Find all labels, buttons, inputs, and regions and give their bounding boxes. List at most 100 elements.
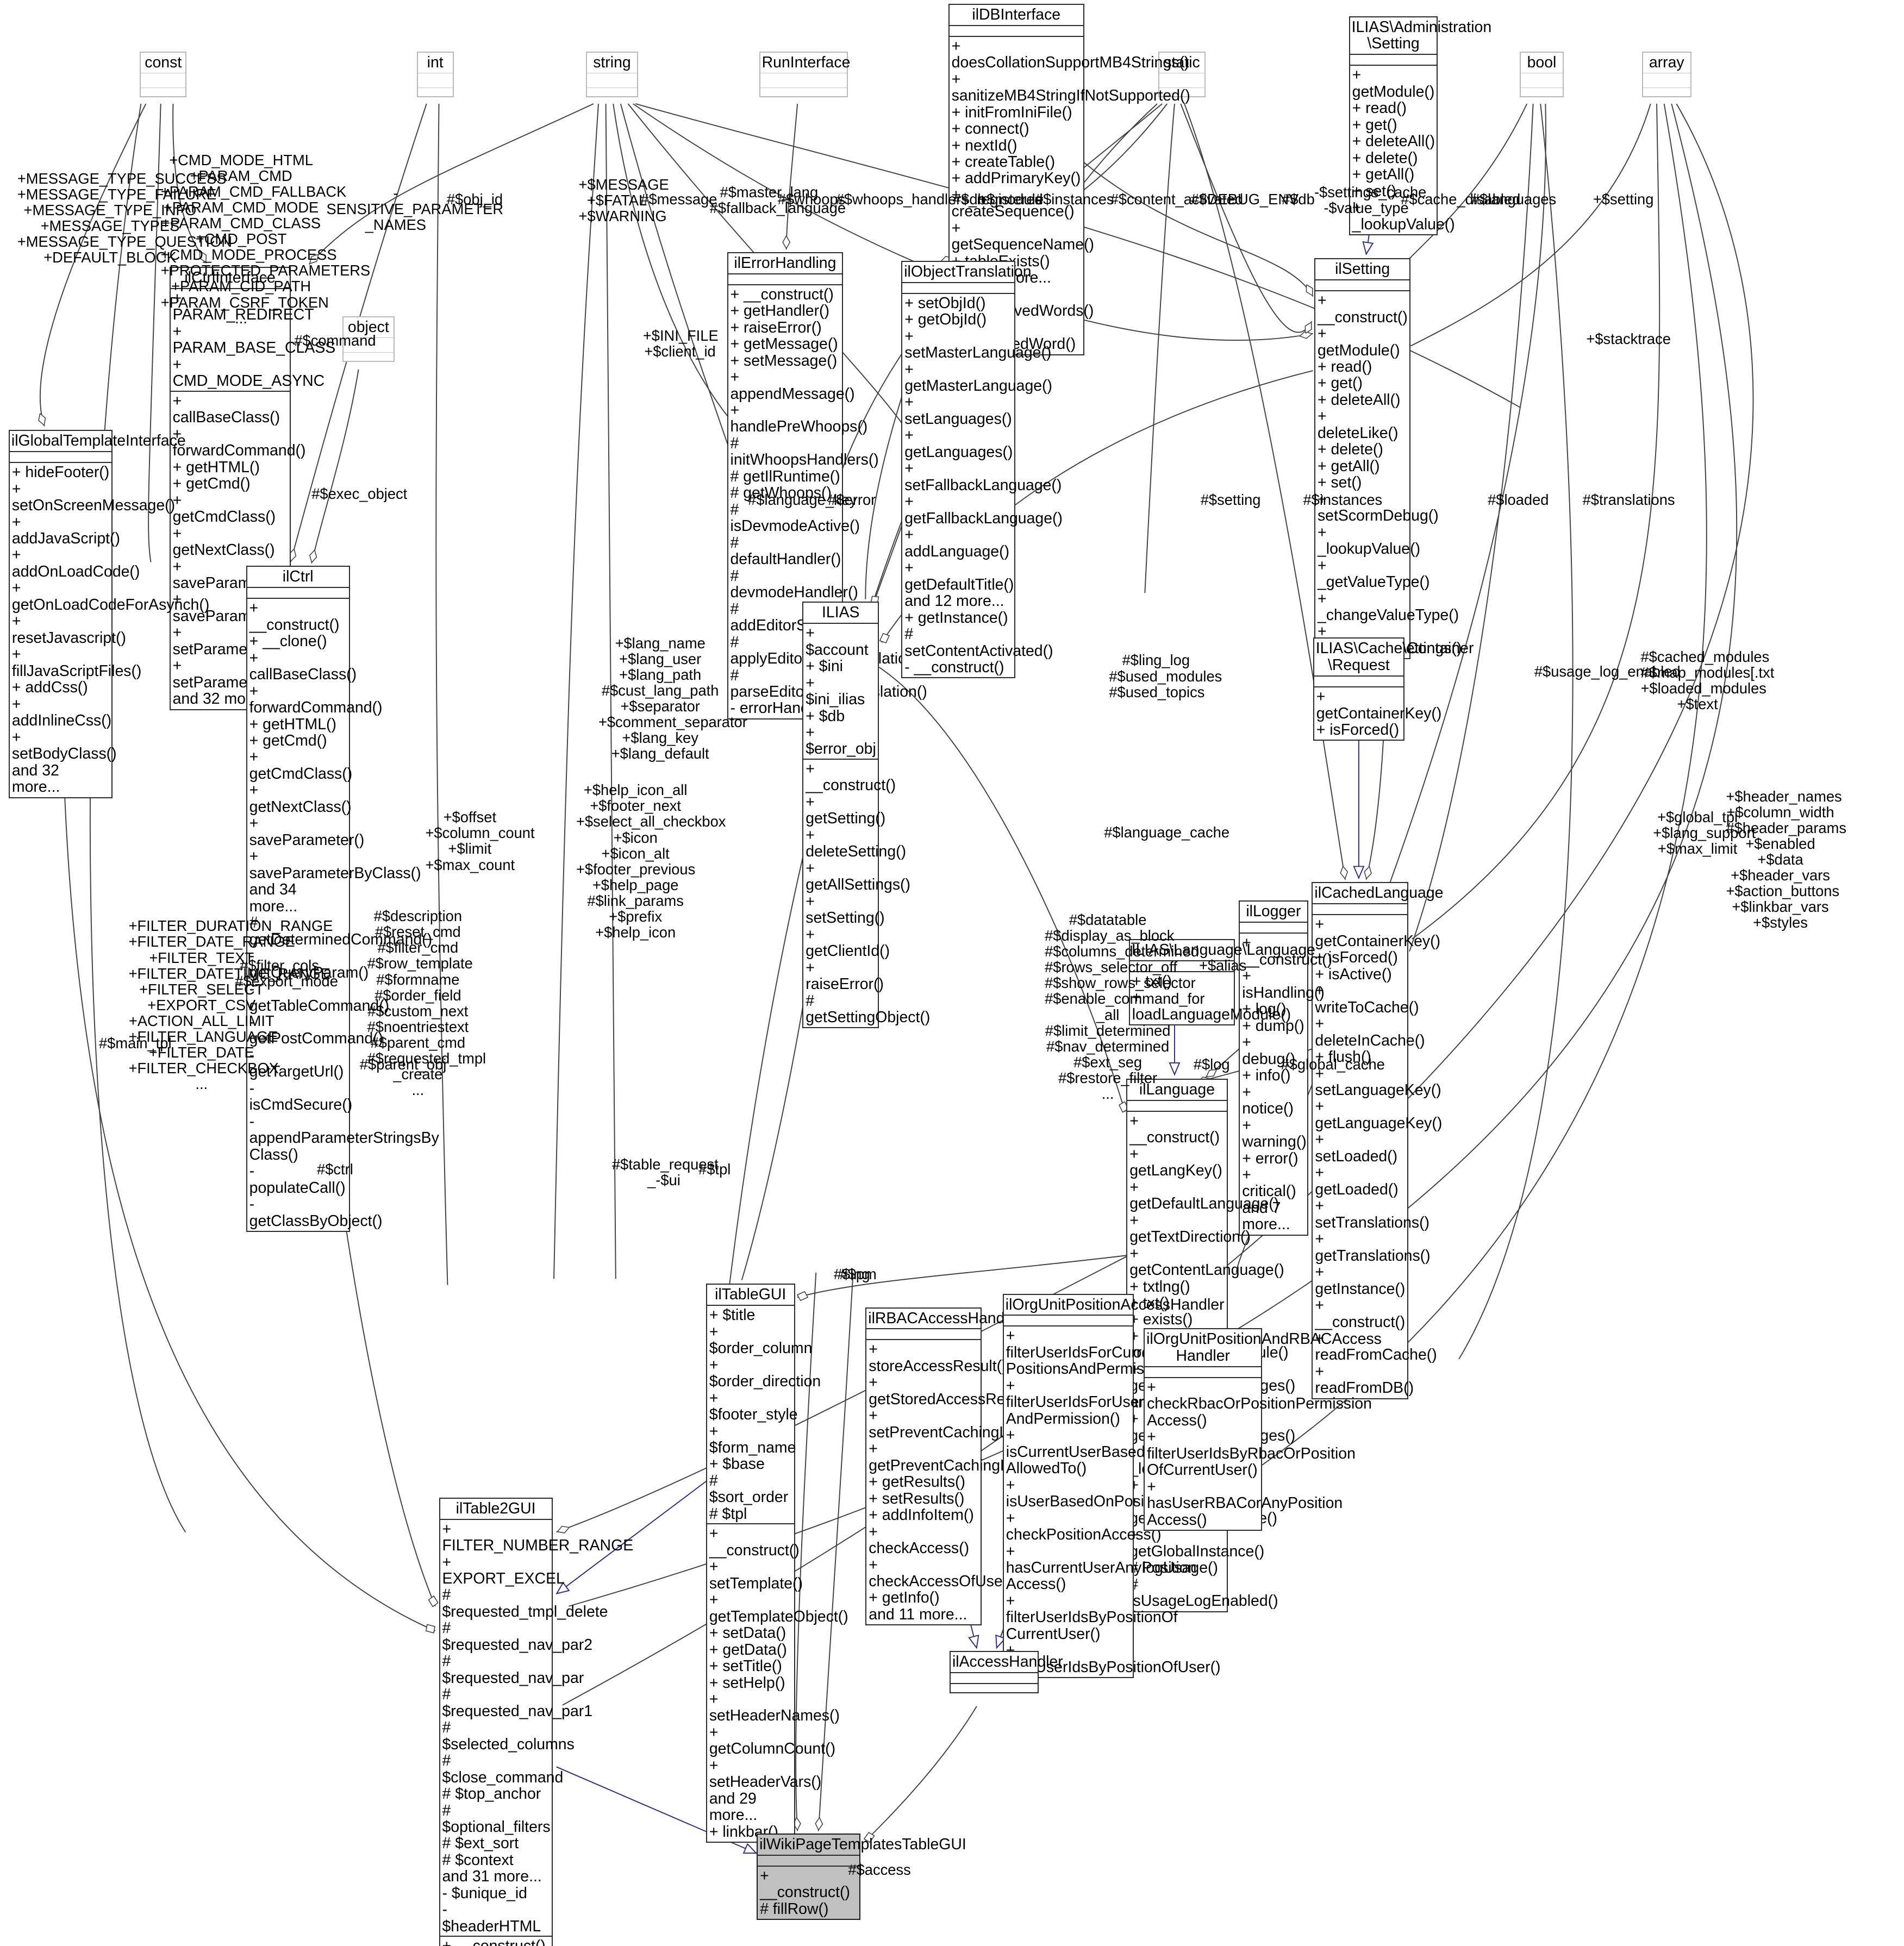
class-node-static[interactable]: static: [1158, 52, 1206, 98]
class-operation-row: and 12 more...: [904, 592, 1004, 610]
class-operation-row: - getTableCommand(): [249, 980, 390, 1015]
class-operation-row: + _lookupValue(): [1317, 523, 1421, 558]
class-operation-row: + getDefaultLanguage(): [1129, 1178, 1279, 1213]
class-title: ILIAS\Cache\Container \Request: [1314, 639, 1474, 677]
class-operation-row: + __construct(): [1129, 1112, 1220, 1147]
edge-label-l-db-1: #$db: [952, 191, 986, 208]
class-operation-row: + setTitle(): [709, 1657, 782, 1675]
class-attribute-row: + $order_direction: [709, 1356, 821, 1391]
class-node-ilcachedlanguage[interactable]: ilCachedLanguage+ getContainerKey()+ isF…: [1312, 882, 1443, 1399]
class-operation-row: Access(): [1147, 1411, 1207, 1429]
class-title: ilCachedLanguage: [1313, 883, 1443, 905]
class-attribute-row: # $top_anchor: [442, 1785, 541, 1803]
class-operation-row: + hasUserRBACorAnyPosition: [1147, 1478, 1343, 1512]
edge-label-l-language-cache: #$language_cache: [1104, 823, 1229, 841]
class-attributes: [902, 283, 1014, 294]
class-operation-row: + isForced(): [1315, 949, 1398, 967]
class-attribute-row: + PARAM_BASE_CLASS: [172, 322, 336, 357]
class-operation-row: + setMasterLanguage(): [904, 327, 1052, 362]
class-title: ILIAS\Language\Language: [1129, 940, 1315, 961]
class-attribute-row: + $base: [709, 1455, 765, 1473]
class-node-array[interactable]: array: [1641, 52, 1691, 98]
class-title: const: [141, 53, 186, 74]
class-node-string[interactable]: string: [586, 52, 638, 98]
edge-label-l-module: +$module: [978, 191, 1044, 208]
class-operation-row: + forwardCommand(): [249, 682, 383, 717]
class-node-ilrbacaccesshandler[interactable]: ilRBACAccessHandler+ storeAccessResult()…: [865, 1307, 1083, 1626]
class-operation-row: + getLanguages(): [904, 427, 1013, 461]
class-node-ilaccesshandler[interactable]: ilAccessHandler: [949, 1650, 1063, 1693]
class-attribute-row: # $requested_tmpl_delete: [442, 1586, 608, 1620]
edge-label-l-setting-top: +$setting: [1593, 191, 1654, 208]
class-operation-row: + checkAccess(): [869, 1523, 970, 1557]
class-node-ilias[interactable]: ILIAS+ $account+ $ini+ $ini_ilias+ $db+ …: [802, 602, 931, 1029]
class-operation-row: + getMasterLanguage(): [904, 360, 1052, 395]
class-title: ilOrgUnitPositionAndRBACAccess Handler: [1145, 1329, 1382, 1368]
edge-label-l-sensitive: -SENSITIVE_PARAMETER _NAMES: [326, 185, 504, 234]
class-operations: [1521, 88, 1563, 96]
class-operation-row: + __construct(): [1242, 934, 1333, 968]
class-title: ilSetting: [1315, 259, 1410, 281]
edge-label-l-message: #$message: [640, 191, 717, 208]
class-attributes: [344, 338, 394, 353]
class-node-iliaslanguagelanguage[interactable]: ILIAS\Language\Language+ txt()+ loadLang…: [1128, 938, 1315, 1026]
class-operation-row: + txt(): [1132, 972, 1172, 990]
class-title: ilErrorHandling: [728, 253, 842, 274]
class-operation-row: + txt(): [1129, 1294, 1170, 1312]
class-operations: + getContainerKey()+ isForced(): [1314, 687, 1442, 740]
class-operations: + getModule()+ read()+ get()+ deleteAll(…: [1350, 66, 1455, 234]
class-operation-row: + sanitizeMB4StringIfNotSupported(): [951, 70, 1190, 105]
edge-label-l-command: #$command: [294, 331, 376, 349]
class-operations: [760, 88, 847, 96]
class-operation-row: + setScormDebug(): [1317, 490, 1439, 525]
class-operation-row: OfCurrentUser(): [1147, 1461, 1258, 1479]
class-node-illogger[interactable]: ilLogger+ __construct()+ isHandling()+ l…: [1239, 900, 1333, 1236]
class-operation-row: + hasCurrentUserAnyPosition: [1006, 1542, 1197, 1576]
class-operations: + __construct()# fillRow(): [758, 1867, 859, 1919]
class-node-iltablegui[interactable]: ilTableGUI+ $title+ $order_column+ $orde…: [706, 1284, 848, 1843]
class-operation-row: + saveParameterByClass(): [249, 848, 421, 882]
class-title: ilTable2GUI: [440, 1499, 552, 1520]
class-title: ilRBACAccessHandler: [866, 1309, 1022, 1330]
edge-label-l-filter-cols: #$filter_cols #$export_mode: [235, 957, 338, 990]
class-operation-row: # defaultHandler(): [730, 534, 841, 568]
class-operation-row: + addInfoItem(): [869, 1506, 974, 1524]
class-operation-row: + isForced(): [1316, 721, 1400, 739]
class-operations: [1643, 88, 1690, 96]
class-attribute-row: + $ini: [806, 658, 843, 675]
edge-label-l-error: #$error: [828, 491, 876, 508]
class-operation-row: + fillJavaScriptFiles(): [11, 646, 142, 680]
class-node-ilobjecttranslation[interactable]: ilObjectTranslation+ setObjId()+ getObjI…: [901, 260, 1063, 679]
class-operation-row: and 29 more...: [709, 1789, 758, 1824]
class-title: int: [417, 53, 453, 74]
class-operation-row: + exists(): [1129, 1311, 1193, 1329]
class-operation-row: + raiseError(): [806, 959, 884, 993]
class-operation-row: + getCmd(): [249, 732, 327, 749]
class-node-ilglobaltemplateinterface[interactable]: ilGlobalTemplateInterface+ hideFooter()+…: [8, 430, 209, 798]
class-node-ilwikipagetemplatestablegui[interactable]: ilWikiPageTemplatesTableGUI+ __construct…: [757, 1834, 966, 1920]
class-operation-row: - appendParameterStringsBy: [249, 1112, 439, 1147]
class-node-iltable2gui[interactable]: ilTable2GUI+ FILTER_NUMBER_RANGE+ EXPORT…: [439, 1497, 633, 1946]
class-node-runinterface[interactable]: RunInterface: [759, 52, 850, 98]
class-operation-row: + getContainerKey(): [1316, 688, 1442, 722]
class-node-iliasadminsetting[interactable]: ILIAS\Administration \Setting+ getModule…: [1349, 16, 1491, 236]
edge-label-l-main-tpl: #$main_tpl: [98, 1035, 172, 1052]
class-node-iliascachecontainerrequest[interactable]: ILIAS\Cache\Container \Request + getConta…: [1313, 637, 1474, 741]
class-operation-row: # getSettingObject(): [806, 992, 931, 1026]
class-attribute-row: + $account: [806, 624, 869, 659]
class-attributes: [417, 73, 453, 89]
class-node-bool[interactable]: bool: [1519, 52, 1564, 98]
class-operation-row: + setObjId(): [904, 294, 986, 312]
class-node-ilorgunitpositionandrbacaccesshandler[interactable]: ilOrgUnitPositionAndRBACAccess Handler + …: [1144, 1328, 1382, 1531]
class-node-const[interactable]: const: [140, 52, 187, 98]
class-node-ilctrl[interactable]: ilCtrl+ __construct()+ __clone()+ callBa…: [246, 566, 439, 1232]
class-node-ilorgunitpositionaccesshandler[interactable]: ilOrgUnitPositionAccessHandler+ filterUs…: [1002, 1293, 1258, 1679]
class-attributes: [866, 1329, 981, 1341]
edge-label-l-lng: #$lng: [833, 1266, 870, 1283]
class-node-ilsetting[interactable]: ilSetting+ __construct()+ getModule()+ r…: [1314, 258, 1462, 660]
class-operation-row: + txtlng(): [1129, 1278, 1190, 1296]
class-node-object[interactable]: object: [342, 316, 395, 362]
edge-label-l-filter-duration: +FILTER_DURATION_RANGE +FILTER_DATE_RANG…: [128, 917, 333, 1093]
class-node-int[interactable]: int: [416, 52, 454, 98]
edge-label-l-instances-1: #$instances: [1034, 191, 1114, 208]
